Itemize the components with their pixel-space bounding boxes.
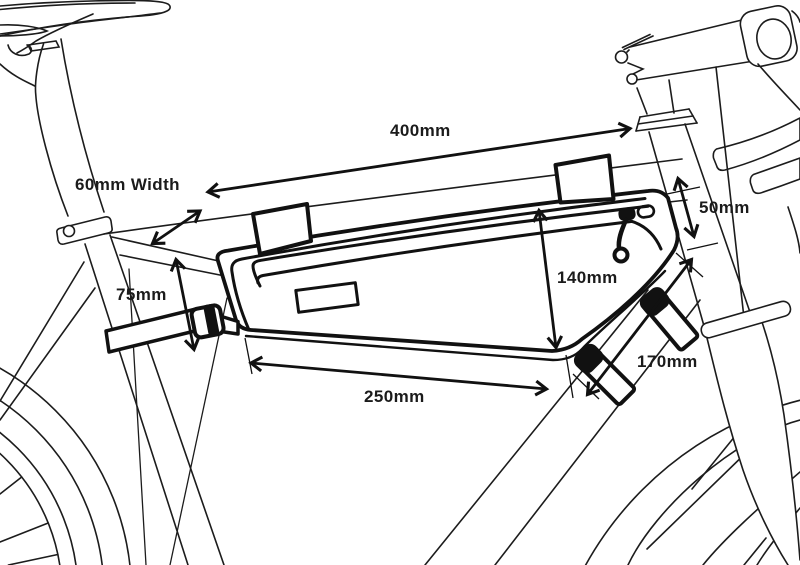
svg-text:75mm: 75mm <box>116 285 167 304</box>
svg-text:50mm: 50mm <box>699 198 750 217</box>
svg-text:400mm: 400mm <box>390 121 451 140</box>
svg-text:140mm: 140mm <box>557 268 618 287</box>
svg-text:250mm: 250mm <box>364 387 425 406</box>
svg-text:170mm: 170mm <box>637 352 698 371</box>
svg-text:60mm Width: 60mm Width <box>75 175 180 194</box>
